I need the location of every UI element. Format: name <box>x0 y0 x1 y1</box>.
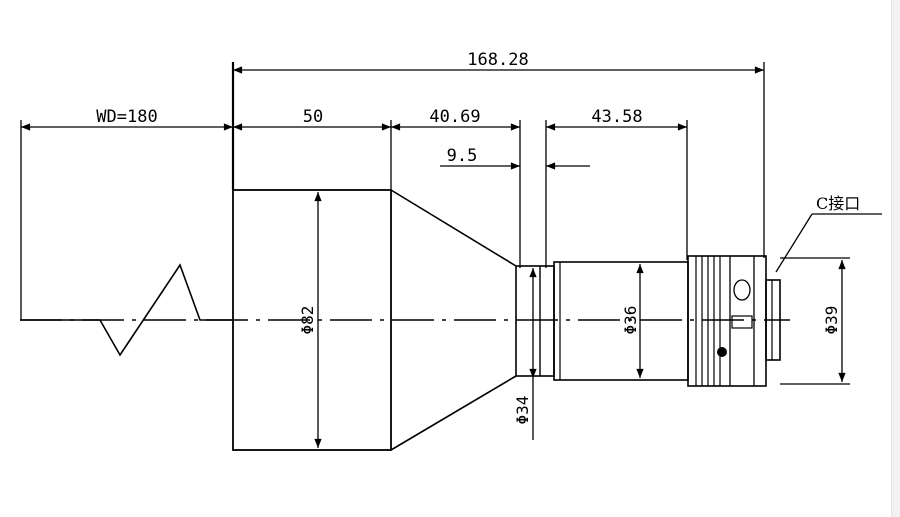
taper-length-label: 40.69 <box>429 107 480 127</box>
rear-barrel-diameter-label: Φ36 <box>621 306 640 335</box>
taper-bottom <box>390 375 517 451</box>
locking-screw-slot <box>733 279 751 301</box>
ring-dot <box>717 347 727 357</box>
callout-leader <box>775 213 813 273</box>
front-barrel <box>232 189 392 451</box>
working-distance-label: WD=180 <box>96 107 157 127</box>
mount-diameter-label: Φ39 <box>822 306 841 335</box>
neck-diameter-label: Φ34 <box>513 396 532 425</box>
working-distance-break <box>20 263 233 357</box>
overall-length-label: 168.28 <box>467 50 528 70</box>
taper-top <box>390 189 517 267</box>
ring-window <box>731 315 753 329</box>
c-mount <box>765 279 781 361</box>
c-mount-callout-label: C接口 <box>816 194 860 213</box>
neck-section <box>515 265 555 377</box>
front-barrel-length-label: 50 <box>303 107 323 127</box>
flange-offset-label: 9.5 <box>447 146 478 166</box>
window-edge-strip <box>891 0 900 517</box>
front-diameter-label: Φ82 <box>298 306 317 335</box>
rear-length-label: 43.58 <box>591 107 642 127</box>
